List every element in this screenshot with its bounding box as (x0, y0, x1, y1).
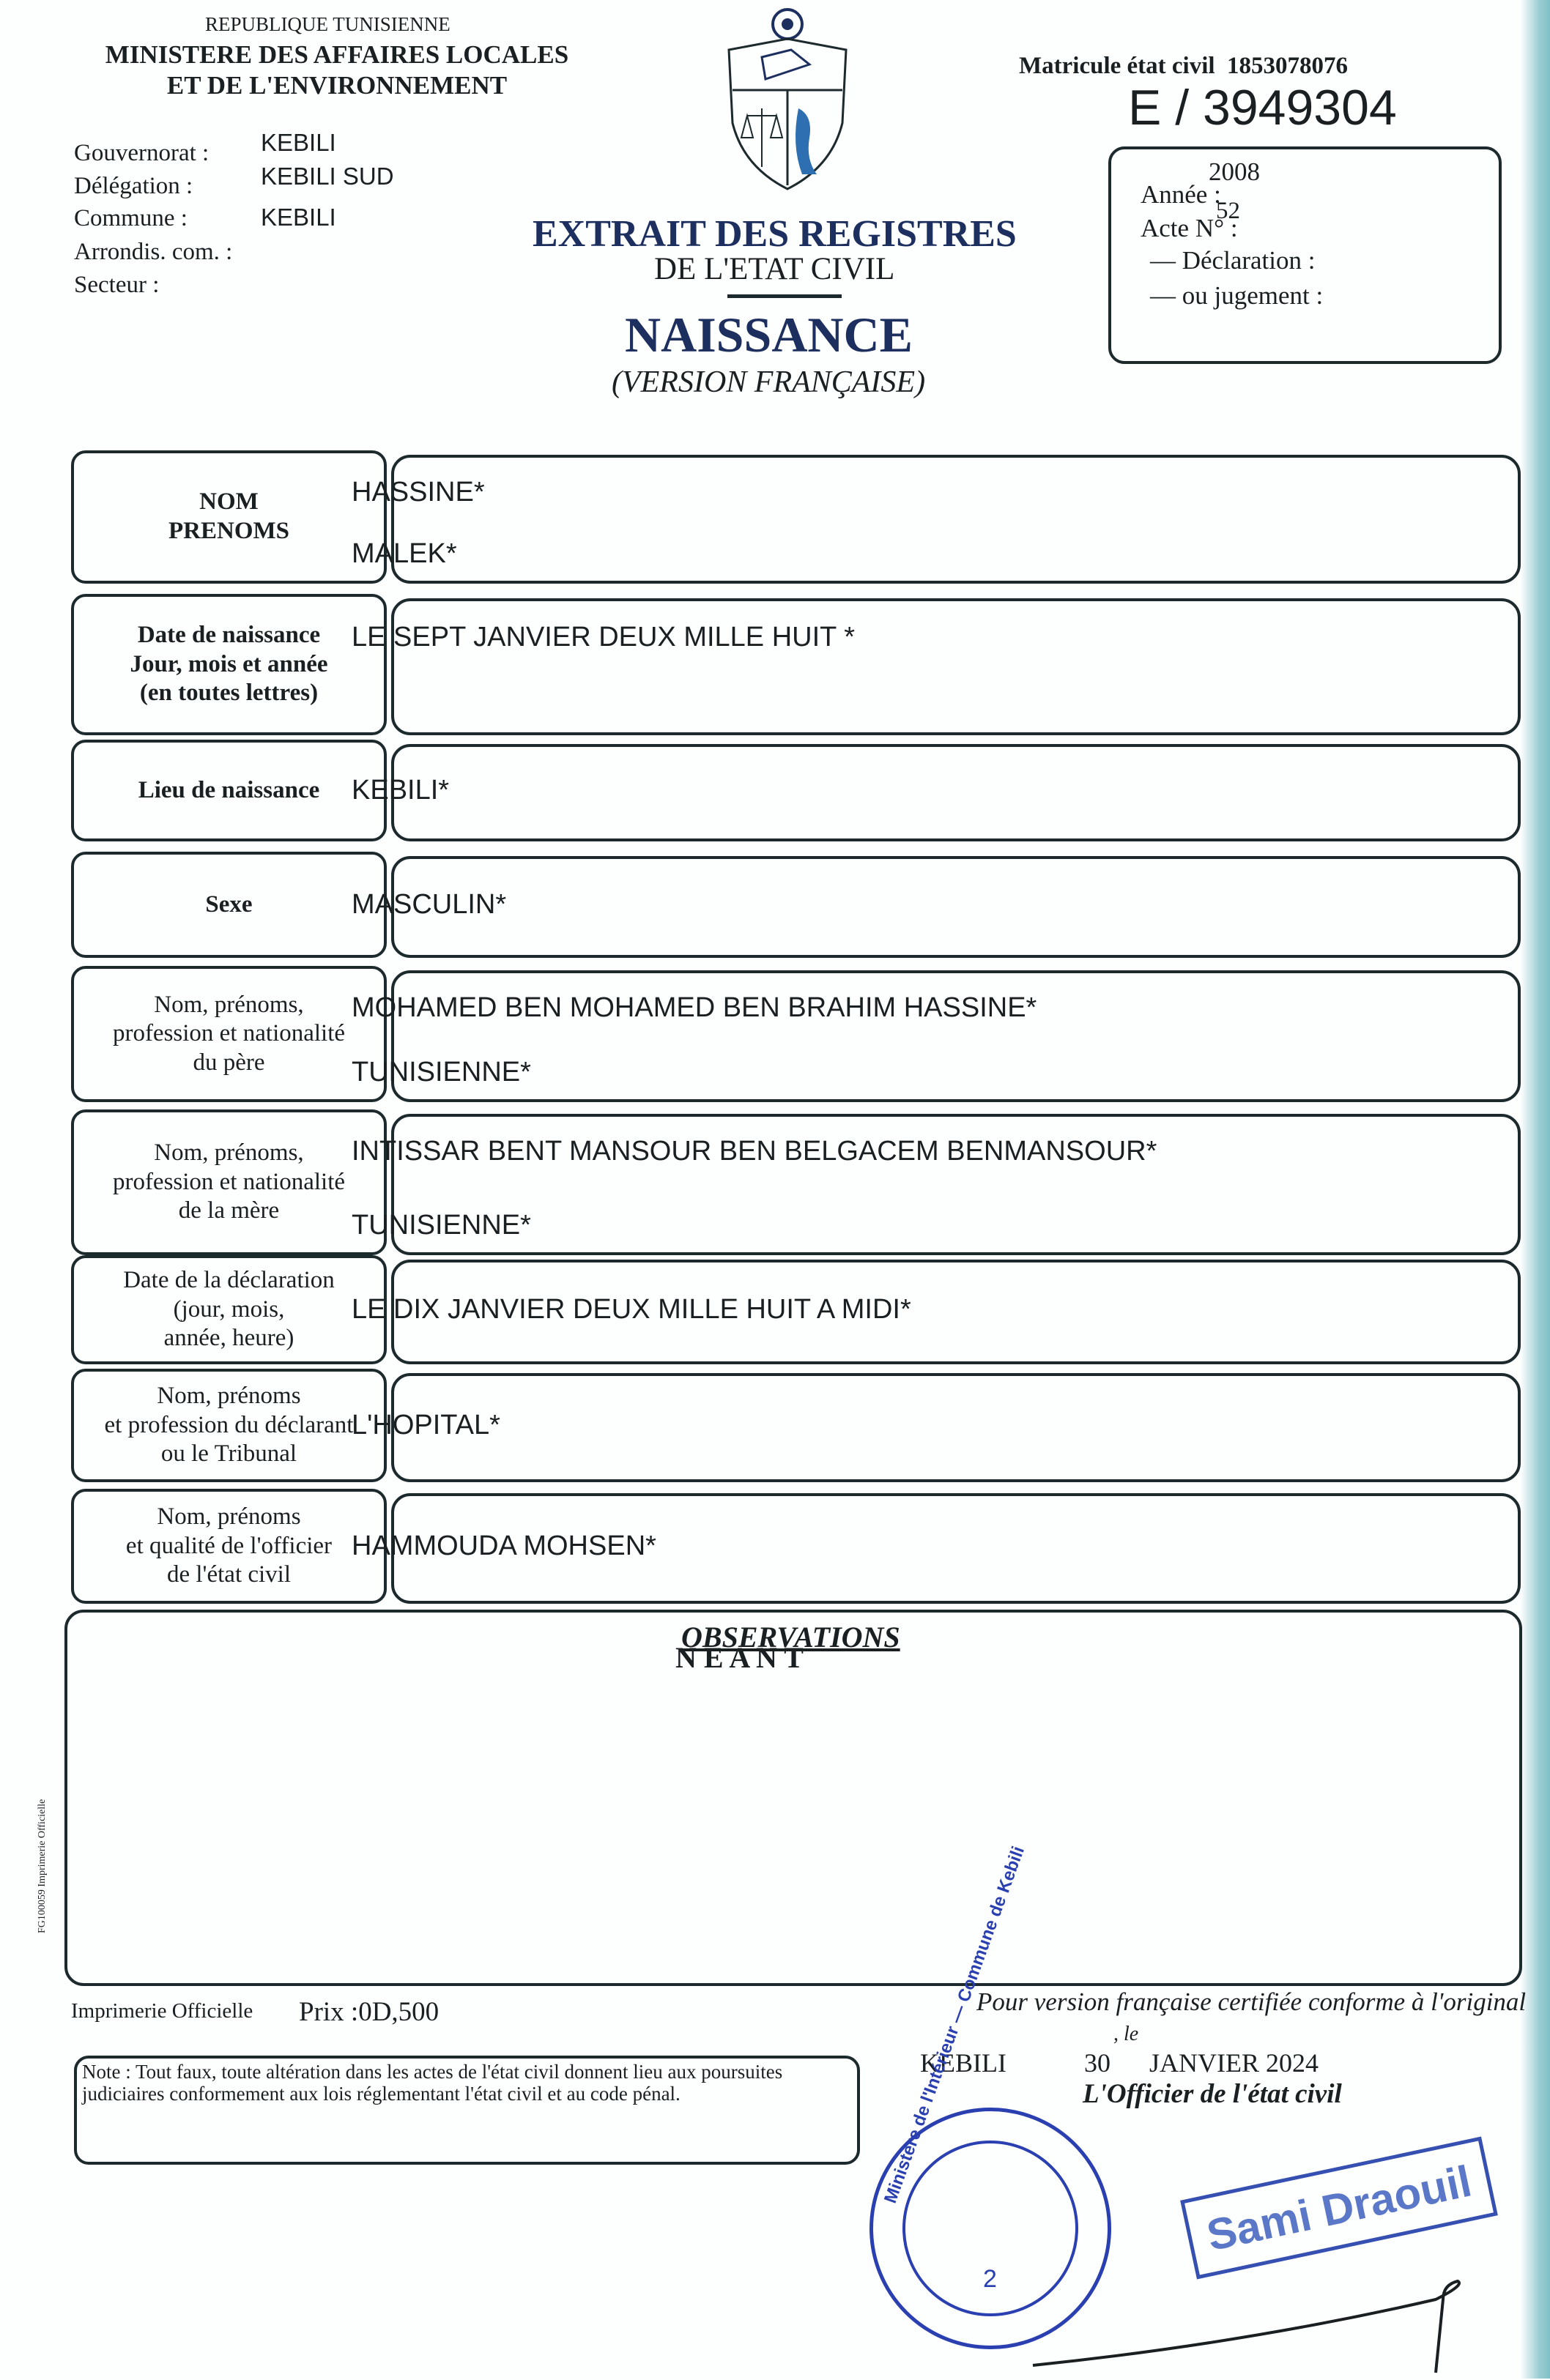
row-label: Nom, prénoms et qualité de l'officier de… (71, 1489, 387, 1604)
annee-label: Année : (1141, 180, 1221, 209)
republic-heading: REPUBLIQUE TUNISIENNE (205, 13, 450, 35)
location-label: Commune : (74, 205, 188, 231)
row-value-box (391, 598, 1521, 735)
officer-title: L'Officier de l'état civil (1083, 2079, 1342, 2109)
le-label: , le (1113, 2023, 1139, 2045)
observations-title: OBSERVATIONS (681, 1621, 900, 1654)
tunisia-emblem-icon (727, 8, 848, 190)
row-label: Date de naissance Jour, mois et année (e… (71, 594, 387, 735)
matricule-label: Matricule état civil (1019, 53, 1215, 79)
side-print-code: FG100059 Imprimerie Officielle (37, 1799, 48, 1933)
location-value: KEBILI SUD (261, 163, 394, 190)
row-value: MASCULIN* (352, 888, 507, 920)
row-label: NOM PRENOMS (71, 450, 387, 584)
issue-day: 30 (1084, 2048, 1110, 2078)
matricule-number: 1853078076 (1227, 53, 1349, 79)
row-value-box (391, 856, 1521, 958)
location-label: Arrondis. com. : (74, 239, 233, 265)
row-value-box (391, 970, 1521, 1102)
location-value: KEBILI (261, 204, 336, 231)
serial-number: E / 3949304 (1128, 80, 1397, 135)
ministry-line-2: ET DE L'ENVIRONNEMENT (166, 71, 508, 100)
price-label: Prix :0D,500 (299, 1997, 440, 2027)
document-subtitle: DE L'ETAT CIVIL (654, 252, 895, 286)
row-value: INTISSAR BENT MANSOUR BEN BELGACEM BENMA… (352, 1136, 1157, 1167)
row-label: Lieu de naissance (71, 740, 387, 841)
row-value: KEBILI* (352, 774, 450, 806)
row-label: Date de la déclaration (jour, mois, anné… (71, 1255, 387, 1364)
row-value-box (391, 455, 1521, 584)
row-value-box (391, 1373, 1521, 1482)
signature-icon (1032, 2279, 1461, 2373)
row-label: Sexe (71, 852, 387, 958)
row-value-box (391, 1260, 1521, 1364)
row-value: MALEK* (352, 538, 457, 569)
acte-label: Acte N° : (1141, 214, 1238, 242)
ministry-line-1: MINISTERE DES AFFAIRES LOCALES (105, 40, 569, 69)
row-value: HASSINE* (352, 477, 485, 507)
location-label: Délégation : (74, 173, 193, 199)
location-label: Gouvernorat : (74, 140, 209, 166)
row-value-box (391, 1114, 1521, 1255)
location-value: KEBILI (261, 129, 336, 156)
row-value: L'HOPITAL* (352, 1409, 500, 1440)
acte-box (1108, 146, 1502, 364)
stamp-number: 2 (983, 2265, 997, 2293)
row-label: Nom, prénoms, profession et nationalité … (71, 1109, 387, 1255)
title-divider (727, 294, 842, 298)
row-value-box (391, 744, 1521, 841)
version-label: (VERSION FRANÇAISE) (612, 365, 926, 399)
declaration-label: — Déclaration : (1150, 246, 1316, 275)
note-box (74, 2056, 860, 2165)
issue-city: KEBILI (920, 2048, 1006, 2078)
row-value: LE SEPT JANVIER DEUX MILLE HUIT * (352, 622, 856, 652)
annee-value: 2008 (1209, 157, 1260, 186)
row-value: TUNISIENNE* (352, 1057, 531, 1087)
official-round-stamp: Ministère de l'Intérieur — Commune de Ke… (869, 1844, 1111, 2349)
row-value: HAMMOUDA MOHSEN* (352, 1530, 656, 1561)
observations-box (64, 1610, 1522, 1986)
row-label: Nom, prénoms, profession et nationalité … (71, 966, 387, 1102)
acte-number: 52 (1216, 198, 1240, 224)
row-value: MOHAMED BEN MOHAMED BEN BRAHIM HASSINE* (352, 992, 1037, 1023)
row-value: LE DIX JANVIER DEUX MILLE HUIT A MIDI* (352, 1293, 911, 1325)
legal-note: Note : Tout faux, toute altération dans … (82, 2061, 783, 2105)
document-title: EXTRAIT DES REGISTRES (533, 213, 1017, 255)
document-type: NAISSANCE (625, 307, 913, 362)
certification-text: Pour version française certifiée conform… (976, 1987, 1527, 2016)
jugement-label: — ou jugement : (1150, 281, 1324, 310)
row-value-box (391, 1493, 1521, 1604)
row-value: TUNISIENNE* (352, 1210, 531, 1241)
location-label: Secteur : (74, 272, 160, 298)
printer-label: Imprimerie Officielle (71, 1999, 253, 2023)
paper-edge (1521, 0, 1550, 2379)
row-label: Nom, prénoms et profession du déclarant … (71, 1369, 387, 1482)
issue-month-year: JANVIER 2024 (1149, 2048, 1319, 2078)
observations-value: N E A N T (675, 1641, 804, 1674)
